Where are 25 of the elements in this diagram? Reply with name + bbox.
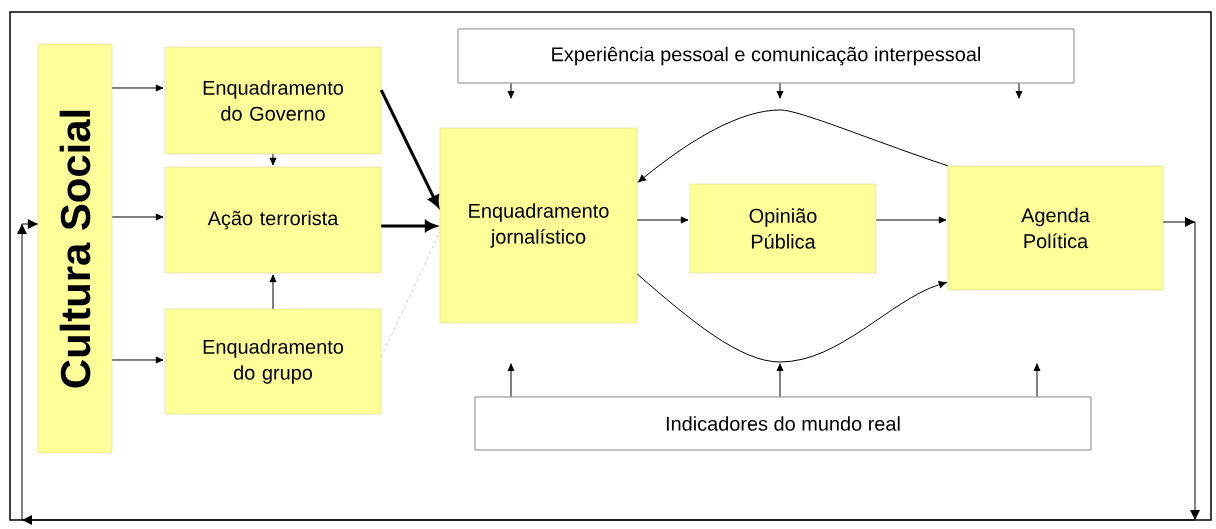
arrow: [111, 356, 164, 364]
input-box: Experiência pessoal e comunicação interpessoal: [457, 28, 1075, 84]
arrow: [507, 83, 515, 99]
process-box: Enquadramento jornalístico: [439, 127, 638, 324]
arrow: [776, 83, 784, 99]
process-box: Ação terrorista: [164, 166, 382, 274]
process-box: Opinião Pública: [689, 183, 877, 274]
arrow: [1033, 363, 1041, 397]
process-box: Enquadramento do Governo: [164, 46, 382, 155]
arrow: [111, 84, 164, 92]
process-box: Enquadramento do grupo: [164, 308, 382, 415]
arrow: [507, 363, 515, 397]
arrow: [269, 153, 277, 166]
vertical-title-box: Cultura Social: [37, 43, 113, 454]
arrow: [111, 213, 164, 221]
arrow: [381, 220, 437, 232]
arrow: [269, 274, 277, 310]
process-box: Agenda Política: [947, 165, 1164, 291]
arrow: [638, 109, 949, 183]
input-box: Indicadores do mundo real: [474, 396, 1092, 451]
arrow: [636, 273, 947, 363]
arrow: [1015, 83, 1023, 99]
arrow: [875, 216, 947, 224]
arrow: [776, 363, 784, 397]
arrow: [636, 216, 689, 224]
